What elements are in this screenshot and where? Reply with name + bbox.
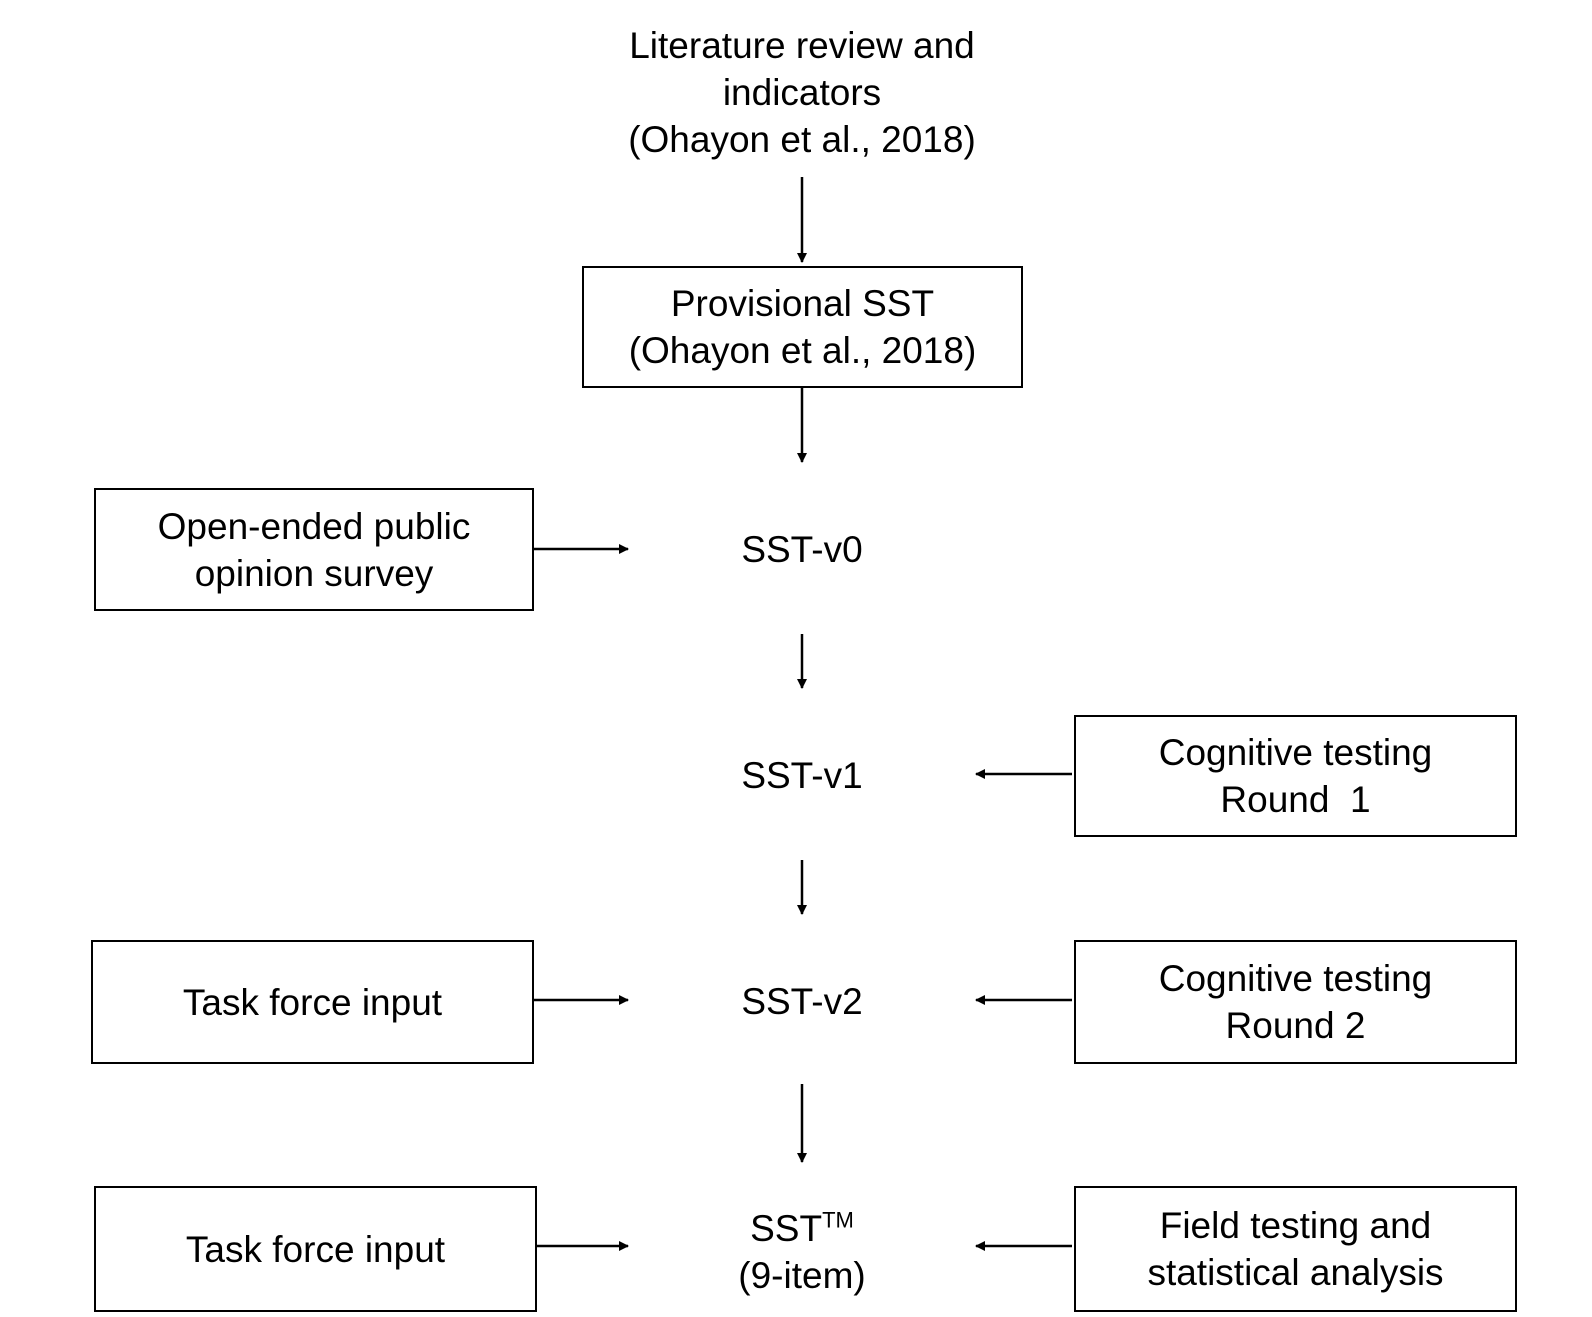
node-provisional-sst: Provisional SST (Ohayon et al., 2018) (582, 266, 1023, 388)
node-task-force-input-1: Task force input (91, 940, 534, 1064)
node-sst-v2: SST-v2 (741, 980, 863, 1022)
final-label: SST (750, 1208, 823, 1249)
trademark-superscript: TM (822, 1207, 854, 1233)
node-field-testing: Field testing and statistical analysis (1074, 1186, 1517, 1312)
provisional-line-2: (Ohayon et al., 2018) (628, 330, 977, 371)
cog1-line-1: Cognitive testing (1158, 732, 1433, 773)
field-line-1: Field testing and (1159, 1205, 1432, 1246)
cog2-line-2: Round 2 (1225, 1005, 1366, 1046)
field-text: Field testing and statistical analysis (1147, 1202, 1443, 1296)
survey-line-1: Open-ended public (157, 505, 471, 547)
cog1-text: Cognitive testing Round 1 (1159, 729, 1433, 823)
survey-text: Open-ended public opinion survey (158, 503, 471, 597)
cog1-line-2: Round 1 (1220, 779, 1371, 820)
node-cognitive-testing-round-1: Cognitive testing Round 1 (1074, 715, 1517, 837)
node-public-opinion-survey: Open-ended public opinion survey (94, 488, 534, 611)
node-sst-v0: SST-v0 (741, 528, 863, 570)
survey-line-2: opinion survey (194, 552, 434, 594)
literature-line-1: Literature review and (629, 25, 975, 66)
task-force-1-label: Task force input (182, 981, 443, 1023)
field-line-2: statistical analysis (1147, 1252, 1444, 1293)
node-sst-final: SSTTM (9-item) (652, 1198, 952, 1306)
final-sub-label: (9-item) (738, 1255, 866, 1296)
provisional-text: Provisional SST (Ohayon et al., 2018) (629, 280, 977, 374)
cog2-text: Cognitive testing Round 2 (1159, 955, 1433, 1049)
provisional-line-1: Provisional SST (670, 283, 935, 324)
literature-line-2: indicators (722, 72, 882, 113)
task-force-2-label: Task force input (185, 1228, 446, 1270)
node-literature-review: Literature review and indicators (Ohayon… (552, 20, 1052, 165)
node-sst-v1: SST-v1 (741, 754, 863, 796)
node-task-force-input-2: Task force input (94, 1186, 537, 1312)
final-title: SSTTM (750, 1205, 854, 1252)
cog2-line-1: Cognitive testing (1158, 958, 1433, 999)
node-cognitive-testing-round-2: Cognitive testing Round 2 (1074, 940, 1517, 1064)
literature-line-3: (Ohayon et al., 2018) (628, 119, 976, 160)
